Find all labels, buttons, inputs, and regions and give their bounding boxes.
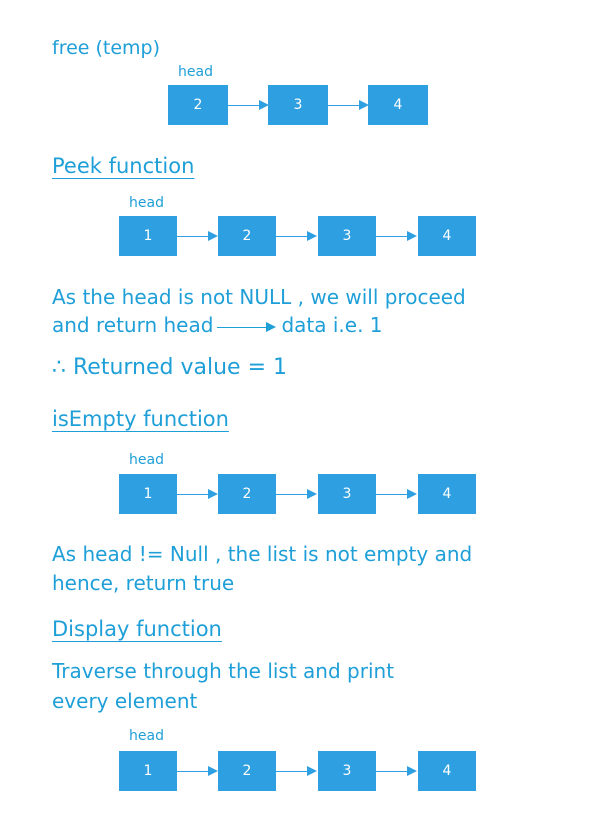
list-node: 2 [168,85,228,125]
peek-explanation-line2: and return head data i.e. 1 [52,311,383,339]
peek-heading: Peek function [52,154,195,178]
isempty-explanation-line2: hence, return true [52,571,235,595]
arrow-icon [217,321,277,333]
list-node: 3 [268,85,328,125]
isempty-explanation-line1: As head != Null , the list is not empty … [52,542,473,566]
head-label: head [129,728,164,744]
list-node: 1 [119,474,177,514]
peek-explanation-line1: As the head is not NULL , we will procee… [52,285,466,309]
head-label: head [129,195,164,211]
list-node: 1 [119,216,177,256]
list-node: 4 [418,216,476,256]
display-heading: Display function [52,617,222,641]
list-node: 1 [119,751,177,791]
list-node: 4 [418,474,476,514]
display-explanation-line2: every element [52,689,198,713]
list-node: 3 [318,751,376,791]
head-label: head [178,64,213,80]
list-node: 4 [368,85,428,125]
list-node: 4 [418,751,476,791]
head-label: head [129,452,164,468]
peek-line2-before: and return head [52,313,214,337]
free-temp-text: free (temp) [52,37,161,59]
peek-result: ∴ Returned value = 1 [52,355,287,380]
display-explanation-line1: Traverse through the list and print [52,659,395,683]
list-node: 2 [218,751,276,791]
list-node: 2 [218,216,276,256]
isempty-heading: isEmpty function [52,407,229,431]
list-node: 2 [218,474,276,514]
list-node: 3 [318,474,376,514]
peek-line2-after: data i.e. 1 [281,313,383,337]
list-node: 3 [318,216,376,256]
